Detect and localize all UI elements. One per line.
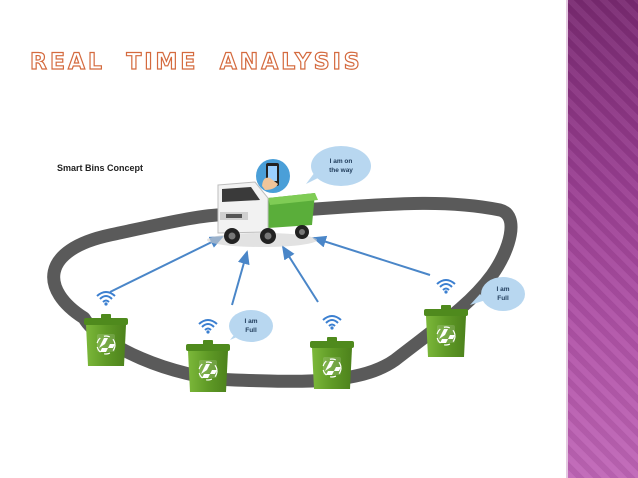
phone-icon [256, 159, 290, 193]
wifi-icon [96, 291, 116, 307]
bin-bubble-left-line2: Full [245, 327, 257, 334]
recycle-bin-icon [186, 340, 230, 392]
bin-bubble-right-line1: I am [496, 286, 509, 293]
side-decor-band [568, 0, 638, 478]
bin-bubble-right-line2: Full [497, 295, 509, 302]
side-band-edge [566, 0, 568, 478]
bin-speech-bubble-left: I am Full [229, 310, 273, 342]
recycle-bin-icon [84, 314, 128, 366]
truck-speech-bubble: I am on the way [305, 146, 371, 186]
truck-icon [207, 181, 318, 247]
truck-bubble-line2: the way [329, 167, 353, 174]
road-loop [47, 196, 518, 388]
recycle-bin-icon [424, 305, 468, 357]
wifi-icon [198, 319, 218, 335]
arrow-icon [312, 235, 431, 276]
slide-title: REAL TIME ANALYSIS [29, 49, 363, 75]
arrow-icon [109, 236, 224, 293]
wifi-icon [322, 315, 342, 331]
arrow-icon [281, 245, 319, 303]
bin-bubble-left-line1: I am [244, 318, 257, 325]
wifi-icon [436, 279, 456, 295]
diagram-label: Smart Bins Concept [57, 163, 144, 173]
truck-bubble-line1: I am on [330, 158, 353, 165]
bin-speech-bubble-right: I am Full [470, 277, 525, 311]
arrow-icon [231, 250, 250, 306]
recycle-bin-icon [310, 337, 354, 389]
